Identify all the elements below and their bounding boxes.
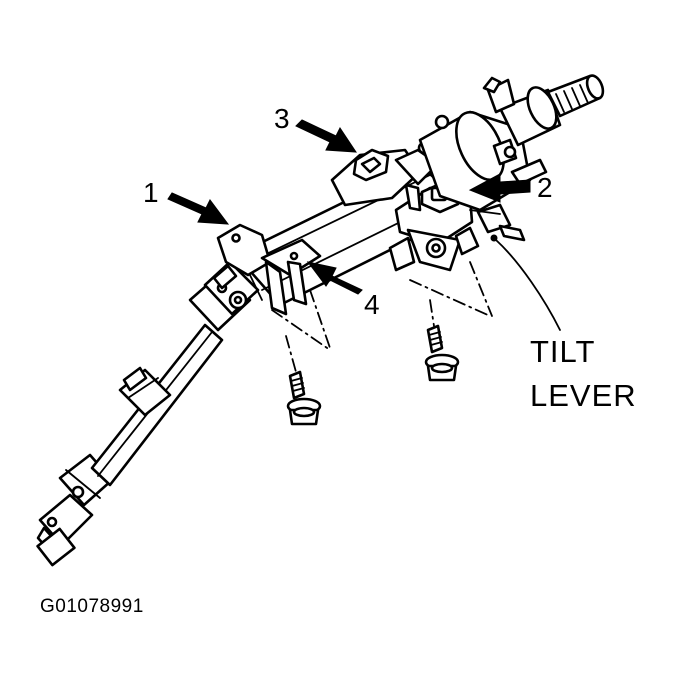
tilt-lever bbox=[469, 203, 526, 242]
tilt-lever-leader-line bbox=[495, 239, 561, 331]
callout-label-2: 2 bbox=[537, 172, 553, 203]
callout-label-3: 3 bbox=[274, 103, 290, 134]
tilt-lever-label-line1: TILT bbox=[530, 334, 595, 369]
callout-label-4: 4 bbox=[364, 289, 380, 320]
callout-arrow-4 bbox=[306, 261, 363, 295]
figure-id: G01078991 bbox=[40, 596, 144, 617]
lower-mounting-bracket bbox=[216, 223, 322, 316]
column-housing bbox=[330, 141, 440, 212]
intermediate-shaft bbox=[90, 323, 224, 487]
lower-universal-joint bbox=[36, 453, 114, 567]
tilt-lever-label-line2: LEVER bbox=[530, 378, 637, 413]
bolt-alignment-lines bbox=[271, 261, 493, 373]
callout-label-1: 1 bbox=[143, 177, 159, 208]
steering-column-illustration bbox=[36, 74, 605, 567]
upper-universal-joint bbox=[188, 260, 260, 332]
callout-arrow-1 bbox=[167, 192, 230, 225]
mounting-bolt-left bbox=[286, 370, 322, 426]
callout-arrow-3 bbox=[295, 119, 357, 153]
splined-shaft-end bbox=[546, 74, 605, 118]
callout-arrow-2 bbox=[468, 173, 531, 203]
mounting-bolt-right bbox=[424, 324, 460, 382]
